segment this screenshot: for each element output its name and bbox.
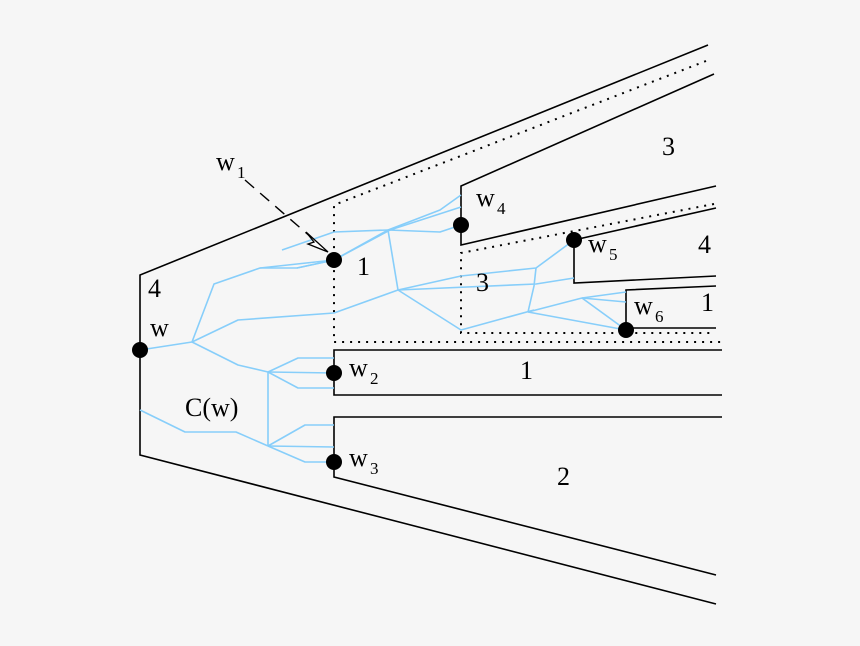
w3-channel [333, 416, 722, 576]
tree-edge [139, 409, 269, 447]
label-w4-base: w [476, 183, 495, 212]
node-w4[interactable] [453, 217, 469, 233]
tree-edge [397, 239, 575, 291]
outer-boundary-top [139, 44, 717, 605]
tree-edge [527, 311, 627, 331]
region-number-w2-channel: 1 [520, 356, 533, 385]
upper-strip [333, 60, 722, 343]
label-w4-sub: 4 [497, 199, 506, 218]
w1-pointer-arrow [244, 179, 329, 253]
label-w3-base: w [349, 443, 368, 472]
label-w5-base: w [588, 229, 607, 258]
arrowhead-icon [305, 231, 329, 253]
tree-edge [333, 229, 389, 261]
tree-cw [139, 194, 627, 463]
node-w2[interactable] [326, 365, 342, 381]
tree-edge [191, 341, 269, 373]
tree-edge [296, 206, 462, 269]
label-w2-base: w [349, 353, 368, 382]
upper-dotted-boundary [333, 60, 722, 343]
label-cw: C(w) [185, 393, 238, 422]
region-number-upper-right: 3 [662, 132, 675, 161]
tree-edge [281, 224, 462, 251]
node-w1[interactable] [326, 252, 342, 268]
label-w1: w 1 [216, 147, 246, 182]
region-number-w6: 1 [701, 288, 714, 317]
tree-edge [267, 357, 334, 373]
w5-boundary [573, 207, 717, 284]
label-w2: w 2 [349, 353, 379, 388]
outer-boundary [139, 44, 717, 605]
tree-edge [267, 424, 334, 447]
region-number-w1: 1 [357, 252, 370, 281]
label-w2-sub: 2 [370, 369, 379, 388]
tree-edge [581, 297, 627, 331]
tree-edge [527, 291, 627, 313]
node-w3[interactable] [326, 454, 342, 470]
label-w5-sub: 5 [609, 245, 618, 264]
tree-edge [267, 371, 334, 389]
region-number-w3-channel: 2 [557, 462, 570, 491]
tree-edge [581, 297, 627, 303]
tree-edge [527, 267, 537, 313]
label-w: w [150, 313, 169, 342]
w4-dotted-region [460, 203, 715, 334]
tree-edge [191, 289, 399, 343]
label-w6-base: w [634, 291, 653, 320]
tree-edge [267, 371, 335, 374]
w4-boundary [460, 73, 717, 247]
label-w5: w 5 [588, 229, 618, 264]
region-number-w4-inner: 3 [476, 268, 489, 297]
w6-boundary [625, 285, 717, 329]
label-w1-base: w [216, 147, 235, 176]
label-w4: w 4 [476, 183, 506, 218]
node-w5[interactable] [566, 232, 582, 248]
node-w[interactable] [132, 342, 148, 358]
tree-edge [139, 341, 193, 351]
region-number-w5: 4 [698, 230, 711, 259]
label-w6-sub: 6 [655, 307, 664, 326]
label-w3: w 3 [349, 443, 379, 478]
tree-edge [387, 229, 399, 291]
label-w3-sub: 3 [370, 459, 379, 478]
tree-edge [267, 445, 335, 448]
tree-edge [387, 194, 462, 231]
tree-edge [191, 259, 335, 343]
node-w6[interactable] [618, 322, 634, 338]
label-w6: w 6 [634, 291, 664, 326]
tree-edge [267, 445, 334, 463]
label-w1-sub: 1 [237, 163, 246, 182]
tree-edge [397, 277, 575, 291]
region-number-outer-left: 4 [148, 274, 161, 303]
tree-edge [397, 289, 535, 331]
